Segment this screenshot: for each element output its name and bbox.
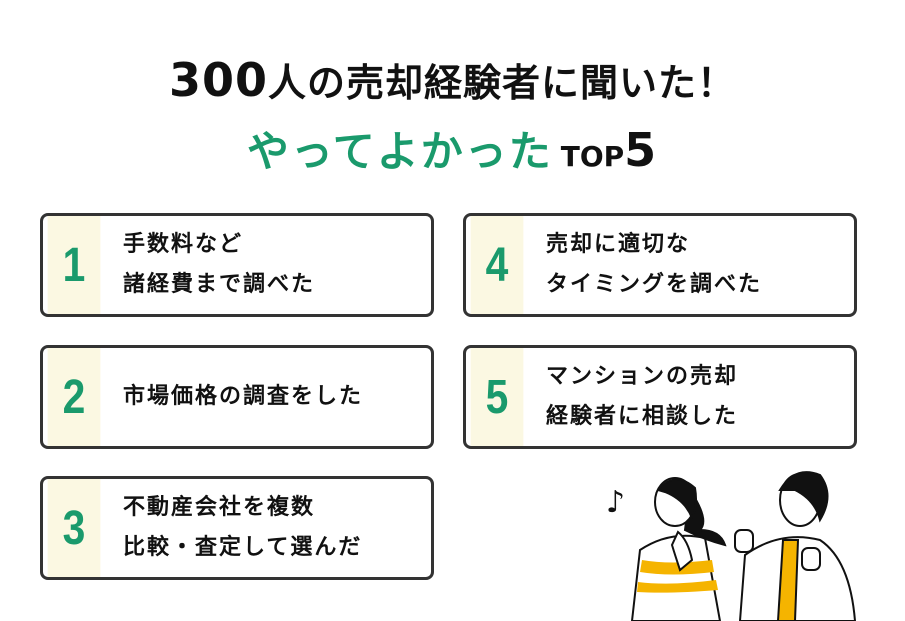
rank-card-1: 1 手数料など諸経費まで調べた (40, 213, 434, 317)
woman-figure (630, 477, 727, 621)
music-note-icon: ♪ (606, 485, 625, 520)
rank-number: 4 (470, 216, 524, 314)
man-figure (734, 471, 857, 621)
rank-card-4: 4 売却に適切なタイミングを調べた (463, 213, 857, 317)
rank-card-2: 2 市場価格の調査をした (40, 345, 434, 449)
rank-number: 5 (470, 348, 524, 446)
card-text: 比較・査定して選んだ (123, 535, 363, 560)
rank-card-5: 5 マンションの売却経験者に相談した (463, 345, 857, 449)
card-text: タイミングを調べた (546, 272, 763, 297)
card-text: 市場価格の調査をした (123, 384, 364, 409)
card-text: 売却に適切な (546, 232, 691, 257)
headline-text: 人の売却経験者に聞いた！ (268, 61, 737, 105)
card-text: マンションの売却 (546, 364, 739, 389)
rank-number: 2 (47, 348, 101, 446)
rank-number: 3 (47, 479, 101, 577)
top-label: TOP (560, 140, 625, 173)
card-text: 経験者に相談した (546, 404, 739, 429)
card-text: 手数料など (123, 232, 244, 257)
rank-number: 1 (47, 216, 101, 314)
card-text: 不動産会社を複数 (123, 495, 316, 520)
happy-people-illustration: ♪ (606, 471, 857, 621)
top-rank: 5 (624, 123, 659, 177)
card-text: 諸経費まで調べた (123, 272, 316, 297)
subheadline-text: やってよかった (246, 127, 553, 176)
rank-card-3: 3 不動産会社を複数比較・査定して選んだ (40, 476, 434, 580)
headline-number: 300 (168, 53, 268, 107)
headline: 300人の売却経験者に聞いた！ (0, 52, 905, 107)
